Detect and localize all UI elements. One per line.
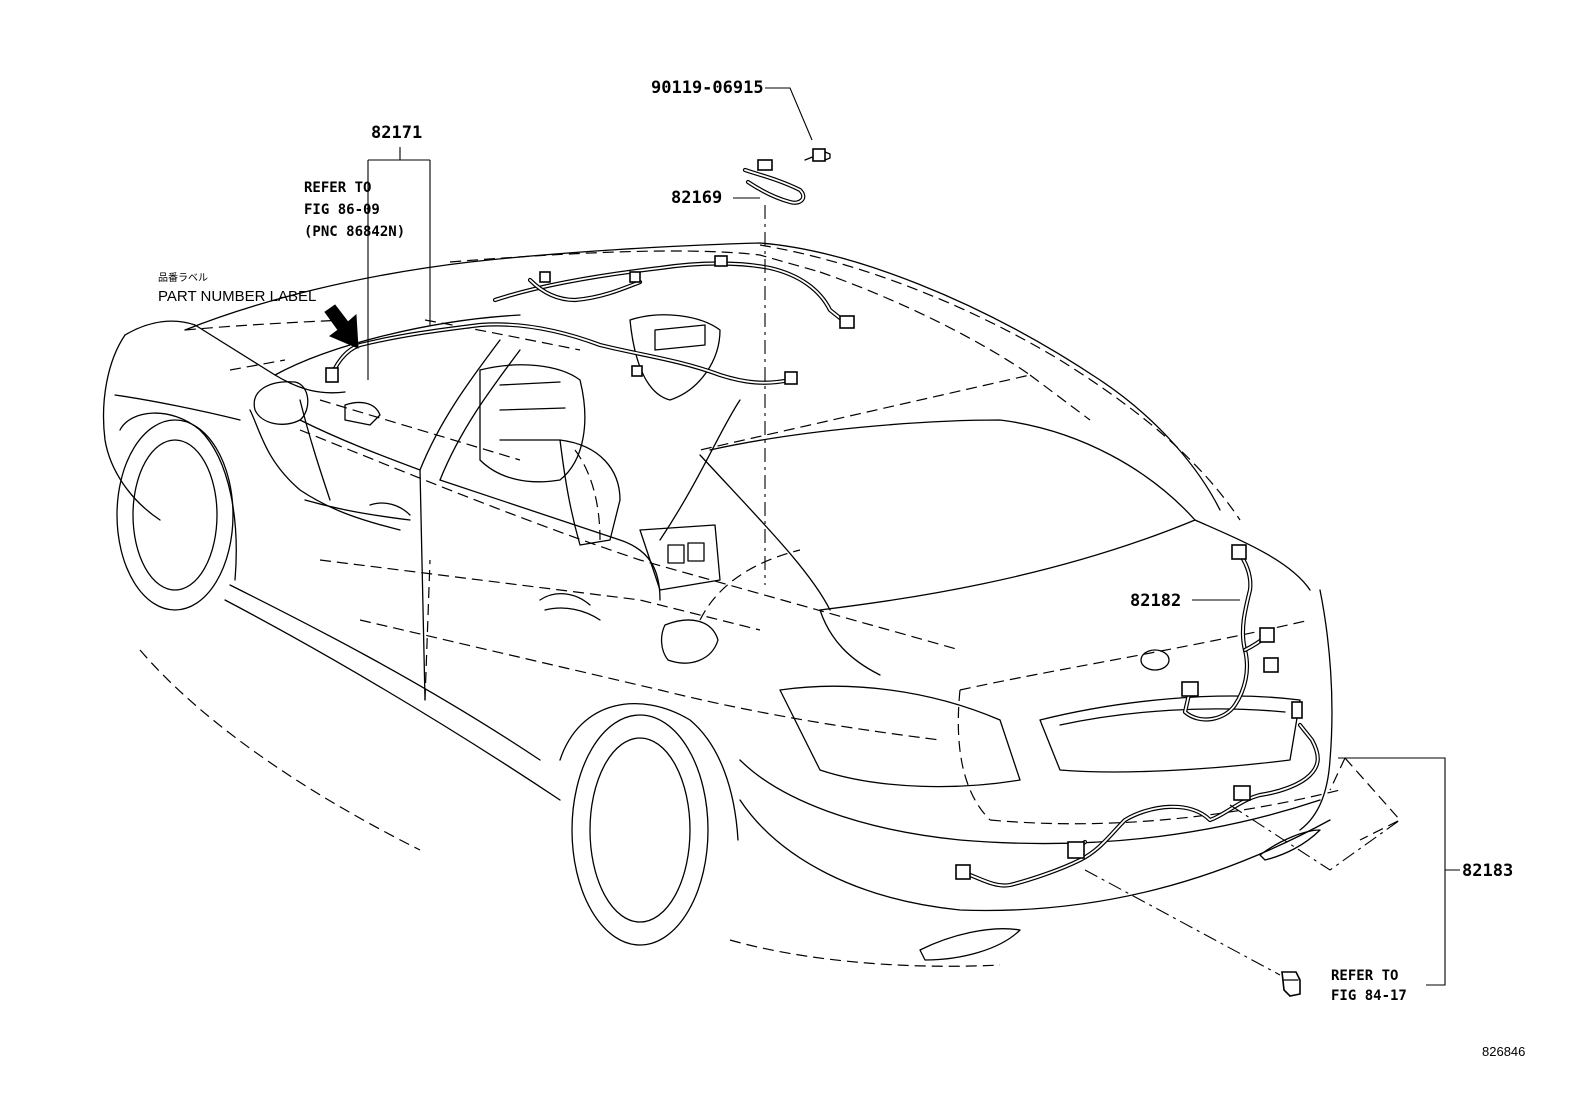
label-82182: 82182 bbox=[1130, 591, 1181, 611]
part-number-label-jp: 品番ラベル bbox=[158, 272, 208, 284]
harness-82169 bbox=[742, 159, 806, 205]
car-body-outline bbox=[102, 242, 1401, 967]
part-number-label: PART NUMBER LABEL bbox=[158, 288, 316, 305]
harness-82183 bbox=[955, 701, 1320, 888]
note-refer-86-line1: REFER TO bbox=[304, 180, 371, 196]
harness-82171 bbox=[325, 255, 855, 385]
label-82183: 82183 bbox=[1462, 861, 1513, 881]
labels: 90119-06915 82169 82171 82182 82183 REFE… bbox=[158, 78, 1525, 1059]
note-refer-84-line2: FIG 84-17 bbox=[1331, 988, 1407, 1004]
note-refer-86-line2: FIG 86-09 bbox=[304, 202, 380, 218]
bolt-90119-06915 bbox=[804, 148, 831, 162]
clip-part bbox=[1281, 971, 1301, 997]
note-refer-84-line1: REFER TO bbox=[1331, 968, 1398, 984]
image-code: 826846 bbox=[1482, 1044, 1525, 1059]
label-82171: 82171 bbox=[371, 123, 422, 143]
arrow-icon bbox=[324, 304, 359, 349]
note-refer-86-line3: (PNC 86842N) bbox=[304, 224, 405, 240]
leader-lines bbox=[367, 87, 1460, 986]
label-bolt-90119-06915: 90119-06915 bbox=[651, 78, 764, 98]
harness-82182 bbox=[1181, 544, 1279, 722]
label-82169: 82169 bbox=[671, 188, 722, 208]
